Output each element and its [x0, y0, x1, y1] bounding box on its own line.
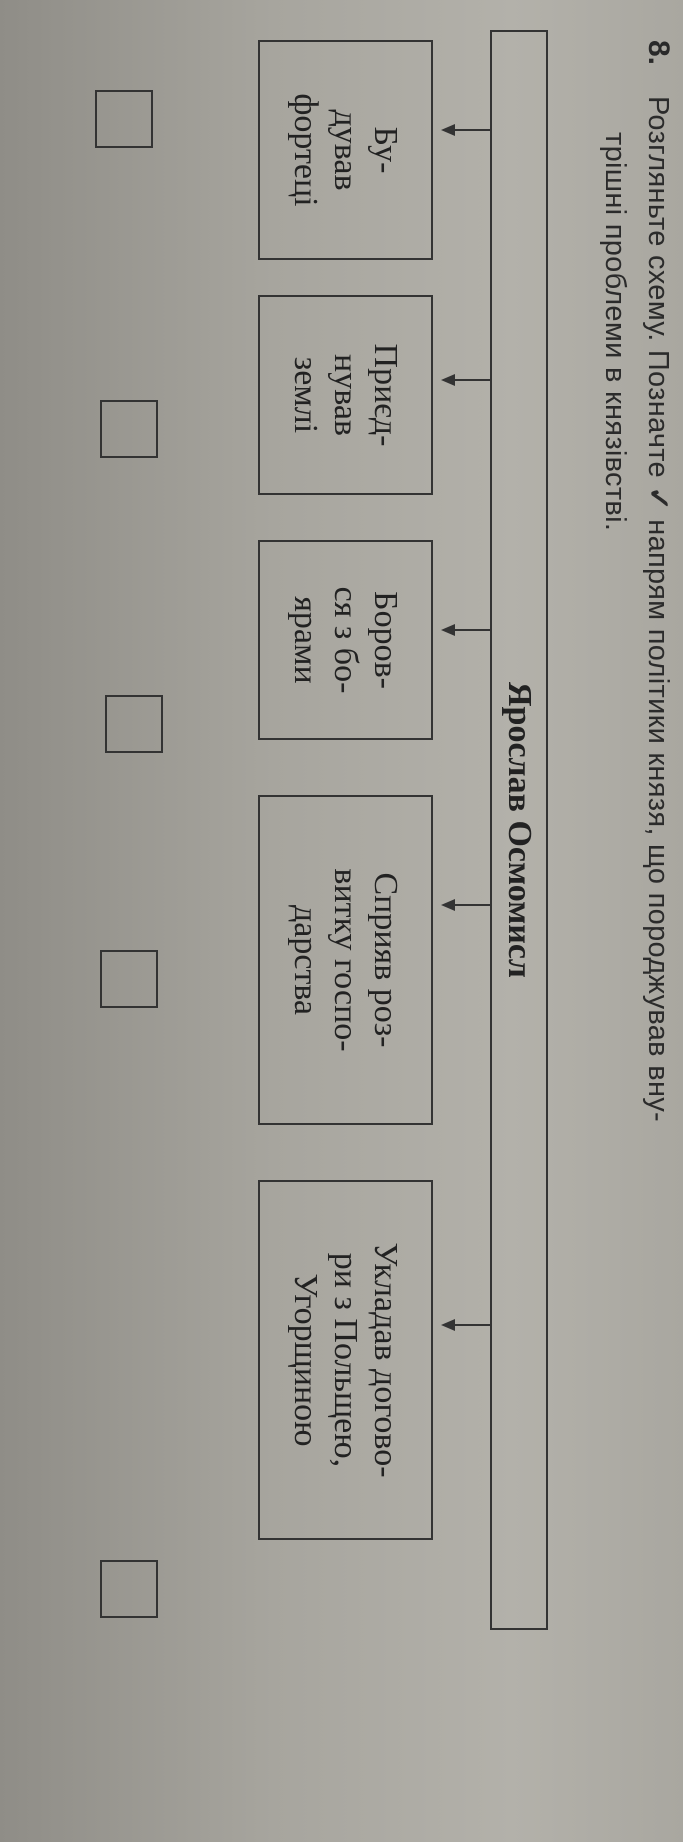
policy-box-5: Укладав догово- ри з Польщею, Угорщиною — [258, 1180, 433, 1540]
arrow-4 — [441, 899, 490, 911]
policy-box-2: Приєд- нував землі — [258, 295, 433, 495]
arrow-1 — [441, 124, 490, 136]
answer-checkbox-1[interactable] — [95, 90, 153, 148]
arrow-3 — [441, 624, 490, 636]
answer-checkbox-5[interactable] — [100, 1560, 158, 1618]
answer-checkbox-2[interactable] — [100, 400, 158, 458]
policy-box-4: Сприяв роз- витку госпо- дарства — [258, 795, 433, 1125]
arrow-5 — [441, 1319, 490, 1331]
arrow-2 — [441, 374, 490, 386]
answer-checkbox-3[interactable] — [105, 695, 163, 753]
policy-box-1: Бу- дував фортеці — [258, 40, 433, 260]
policy-box-3: Боров- ся з бо- ярами — [258, 540, 433, 740]
answer-checkbox-4[interactable] — [100, 950, 158, 1008]
